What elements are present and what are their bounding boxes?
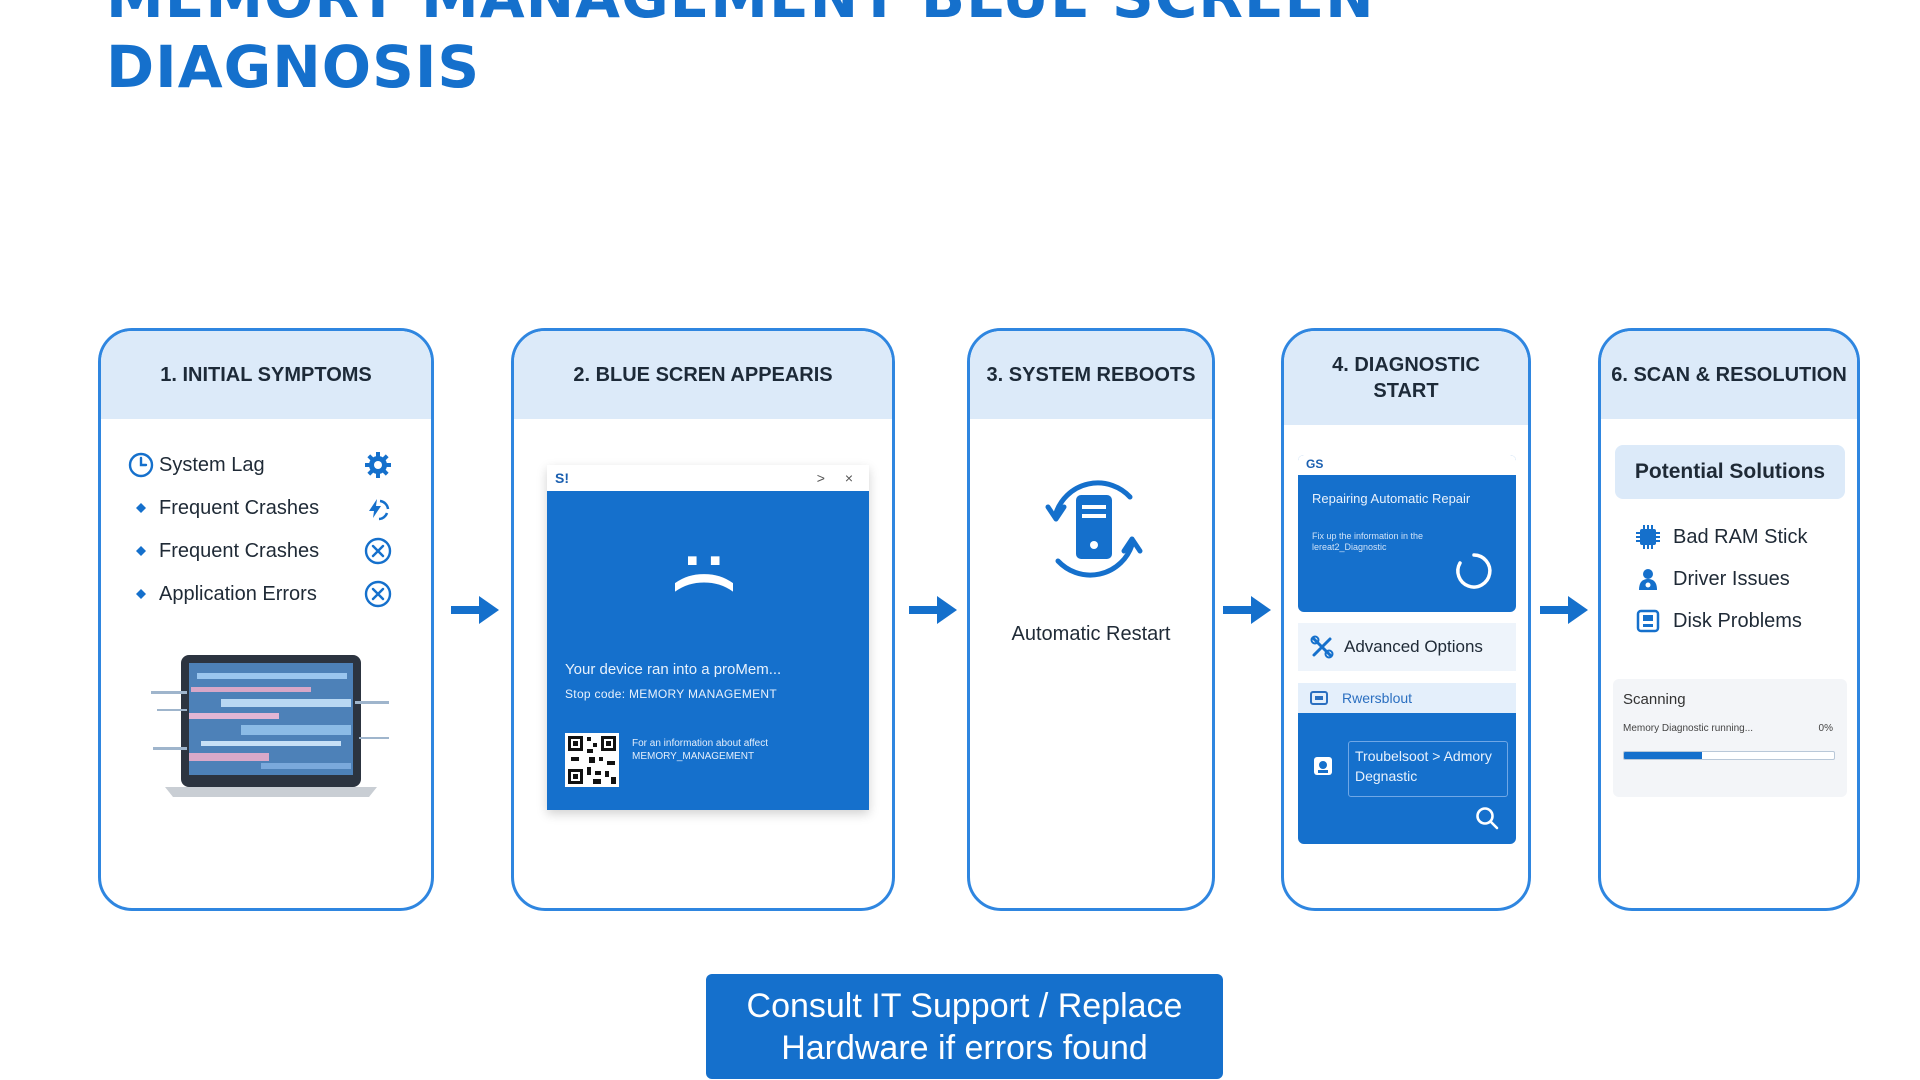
troubleshoot-option[interactable]: Troubelsoot > Admory Degnastic <box>1348 741 1508 797</box>
memory-diagnostic-icon <box>1314 757 1332 775</box>
step-card-system-reboots: 3. SYSTEM REBOOTS Automatic Restart <box>967 328 1215 911</box>
lightning-icon <box>369 499 390 521</box>
repair-title: Repairing Automatic Repair <box>1312 491 1471 506</box>
qr-code-icon <box>565 733 619 787</box>
symptom-label: Application Errors <box>159 582 317 605</box>
step-card-initial-symptoms: 1. INITIAL SYMPTOMS System Lag Frequent … <box>98 328 434 911</box>
scan-percent: 0% <box>1818 723 1833 734</box>
error-message: Your device ran into a proMem... <box>565 661 782 678</box>
step-header: 3. SYSTEM REBOOTS <box>970 331 1212 419</box>
bullet-icon <box>123 580 159 608</box>
driver-icon <box>1639 569 1657 590</box>
page-title: MEMORY MANAGEMENT BLUE SCREEN DIAGNOSIS <box>106 0 1606 102</box>
symptom-row: Application Errors <box>123 577 393 611</box>
error-x-icon <box>364 537 392 565</box>
solution-item: Driver Issues <box>1635 563 1790 595</box>
scan-panel: Scanning Memory Diagnostic running... 0% <box>1613 679 1847 797</box>
solution-item: Bad RAM Stick <box>1635 521 1807 553</box>
symptom-row: System Lag <box>123 448 393 482</box>
step-header: 1. INITIAL SYMPTOMS <box>101 331 431 419</box>
step-card-blue-screen: 2. BLUE SCREN APPEARIS S! > × :( Your de… <box>511 328 895 911</box>
disk-icon <box>1636 609 1660 633</box>
advanced-options-button[interactable]: Advanced Options <box>1298 623 1516 671</box>
restart-caption: Automatic Restart <box>1011 623 1171 645</box>
cta-line-1: Consult IT Support / Replace <box>746 986 1183 1025</box>
step-header: 2. BLUE SCREN APPEARIS <box>514 331 892 419</box>
solutions-title: Potential Solutions <box>1615 445 1845 499</box>
repair-subtitle: Fix up the information in the lereat2_Di… <box>1312 531 1424 552</box>
step-header: 4. DIAGNOSTIC START <box>1284 331 1528 425</box>
settings-icon <box>1310 691 1328 705</box>
spinner-icon <box>1456 553 1492 589</box>
error-x-icon <box>364 580 392 608</box>
step-card-scan-resolution: 6. SCAN & RESOLUTION Potential Solutions… <box>1598 328 1860 911</box>
page-title-line-2: DIAGNOSIS <box>106 33 481 101</box>
scan-status: Memory Diagnostic running... <box>1623 723 1754 734</box>
restart-computer-icon <box>1045 480 1143 578</box>
scan-progress-fill <box>1624 752 1702 759</box>
consult-it-support-button[interactable]: Consult IT Support / Replace Hardware if… <box>706 974 1223 1079</box>
blue-screen-window: S! > × :( Your device ran into a proMem.… <box>547 465 869 810</box>
tab-troubleshoot[interactable]: Rwersblout <box>1298 683 1516 713</box>
flow-arrow-icon <box>451 596 499 624</box>
scan-title: Scanning <box>1623 691 1686 708</box>
scan-progress-bar <box>1623 751 1835 760</box>
gear-icon <box>365 452 391 478</box>
search-icon[interactable] <box>1474 805 1500 831</box>
flow-arrow-icon <box>909 596 957 624</box>
bullet-icon <box>123 537 159 565</box>
stop-code: Stop code: MEMORY MANAGEMENT <box>565 687 778 701</box>
repair-window: GS Repairing Automatic Repair Fix up the… <box>1298 455 1516 612</box>
solution-label: Driver Issues <box>1673 567 1790 590</box>
tab-label: Rwersblout <box>1342 690 1413 706</box>
symptom-row: Frequent Crashes <box>123 491 393 525</box>
window-controls[interactable]: > × <box>816 470 861 486</box>
bullet-icon <box>123 494 159 522</box>
glitched-laptop-icon <box>151 655 389 797</box>
sad-face: :( <box>674 550 743 592</box>
symptom-label: System Lag <box>159 453 265 476</box>
troubleshoot-panel: Rwersblout Troubelsoot > Admory Degnasti… <box>1298 683 1516 844</box>
window-titlebar: S! > × <box>547 465 869 491</box>
cta-line-2: Hardware if errors found <box>781 1028 1148 1067</box>
solution-label: Disk Problems <box>1673 609 1802 632</box>
ram-chip-icon <box>1636 525 1660 549</box>
error-info-text: For an information about affect MEMORY_M… <box>632 738 769 762</box>
symptom-label: Frequent Crashes <box>159 539 320 562</box>
advanced-options-label: Advanced Options <box>1344 637 1483 656</box>
flow-arrow-icon <box>1540 596 1588 624</box>
solution-item: Disk Problems <box>1635 605 1802 637</box>
flow-arrow-icon <box>1223 596 1271 624</box>
solution-label: Bad RAM Stick <box>1673 525 1808 548</box>
window-badge: GS <box>1298 455 1516 475</box>
tools-icon <box>1310 635 1334 659</box>
step-card-diagnostic-start: 4. DIAGNOSTIC START GS Repairing Automat… <box>1281 328 1531 911</box>
clock-icon <box>123 451 159 479</box>
window-badge: S! <box>555 470 569 486</box>
page-title-line-1: MEMORY MANAGEMENT BLUE SCREEN <box>106 0 1606 32</box>
symptom-row: Frequent Crashes <box>123 534 393 568</box>
step-header: 6. SCAN & RESOLUTION <box>1601 331 1857 419</box>
symptom-label: Frequent Crashes <box>159 496 320 519</box>
